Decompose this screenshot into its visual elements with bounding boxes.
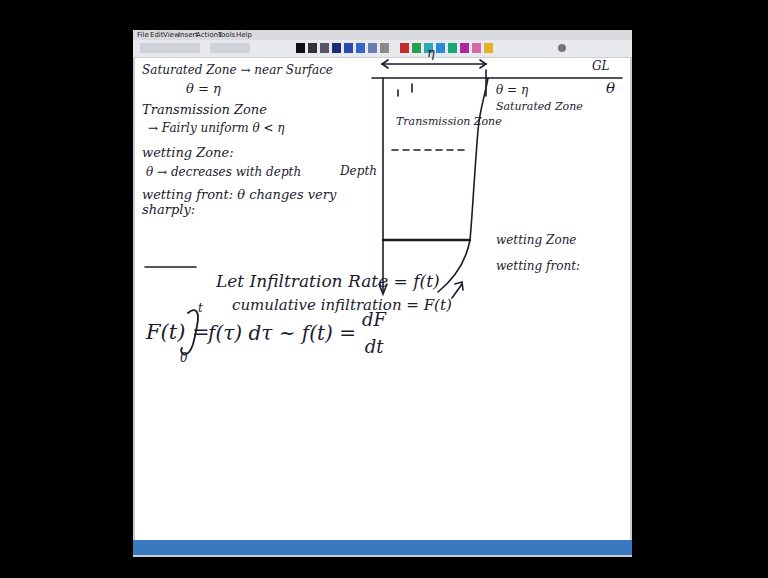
axis-label: η [427,46,435,61]
menu-item: Actions [196,31,222,39]
fraction-part: dF [362,310,386,331]
zone-label: wetting Zone [496,234,576,248]
page [135,58,630,540]
menu-bar [133,30,632,40]
status-bar [133,540,632,555]
menu-item: Edit [150,31,164,39]
fraction-part: dt [365,337,384,358]
axis-label: Depth [340,165,377,179]
note-text: wetting Zone: [142,146,234,161]
toolbar [133,40,632,57]
menu-item: Insert [178,31,198,39]
note-text: Saturated Zone → near Surface [142,64,333,78]
note-text: cumulative infiltration = F(t) [232,297,452,314]
integral-limit: 0 [180,352,188,366]
menu-item: View [163,31,180,39]
window-frame [133,30,632,557]
equation-part: F(t) = [146,320,210,344]
axis-label: θ [606,80,615,97]
note-text: θ → decreases with depth [146,166,301,180]
axis-label: GL [592,60,610,74]
note-text: → Fairly uniform θ < η [148,122,285,136]
zone-label: Saturated Zone [496,101,583,114]
zone-label: θ = η [496,84,528,98]
note-text: Transmission Zone [142,103,267,118]
toolbar-swatches [140,43,566,53]
integral-limit: t [198,302,203,316]
menu-item: Help [236,31,252,39]
zone-label: wetting front: [496,260,580,274]
menu-item: File [137,31,149,39]
note-text: Let Infiltration Rate = f(t) [216,272,440,292]
note-formula: θ = η [186,82,221,97]
zone-label: Transmission Zone [396,116,502,129]
equation-part: f(τ) dτ ~ f(t) = [208,322,356,345]
menu-item: Tools [218,31,235,39]
note-text: wetting front: θ changes very sharply: [142,188,347,218]
